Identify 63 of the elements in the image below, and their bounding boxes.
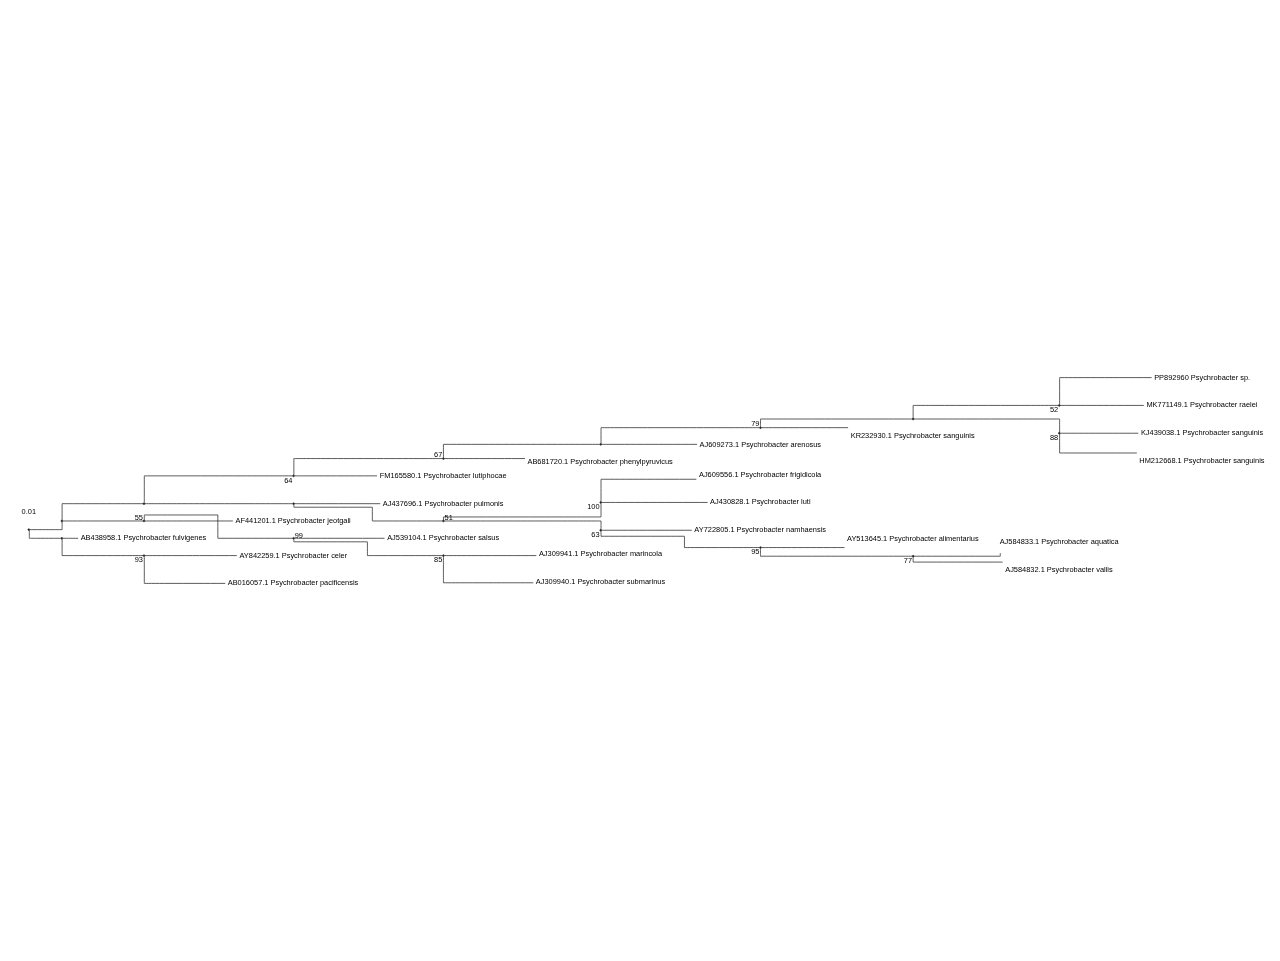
node-point (442, 519, 445, 523)
node-point (292, 502, 295, 505)
node-point (759, 426, 762, 429)
node-point (142, 502, 146, 505)
connector (62, 520, 144, 522)
connector (600, 478, 697, 502)
connector (1059, 405, 1145, 406)
connector (143, 556, 226, 584)
connector (293, 539, 443, 556)
connector (28, 530, 62, 539)
connector (444, 555, 537, 556)
connector (601, 502, 708, 503)
connector (294, 475, 378, 477)
node-point (599, 529, 602, 532)
connector (600, 427, 760, 444)
connector (601, 529, 693, 531)
connector (761, 427, 849, 429)
node-point (292, 537, 295, 540)
connector (294, 537, 385, 539)
connector (29, 521, 63, 530)
connector (444, 458, 526, 459)
connector (294, 503, 381, 505)
connector (293, 504, 443, 522)
connector (444, 520, 602, 530)
node-point (60, 519, 64, 523)
connector (143, 475, 293, 504)
connector (913, 552, 1001, 557)
connector (144, 555, 238, 556)
connector (1059, 433, 1138, 454)
connector (443, 556, 534, 584)
connector (443, 503, 602, 521)
node-point (911, 417, 915, 421)
connector (913, 418, 1060, 433)
node-point (142, 554, 146, 557)
connector (1059, 432, 1139, 434)
node-point (142, 519, 146, 523)
node-point (27, 528, 30, 531)
connector (601, 443, 698, 445)
node-point (442, 554, 445, 557)
connector (912, 556, 1003, 563)
connector (143, 514, 293, 539)
node-point (759, 546, 762, 549)
node-point (599, 443, 602, 446)
node-point (911, 555, 915, 558)
connector (1059, 377, 1152, 405)
node-point (599, 501, 602, 504)
connector (760, 548, 913, 557)
connector (600, 530, 760, 548)
node-point (1058, 404, 1061, 407)
node-point (1058, 432, 1061, 435)
connector (62, 537, 79, 539)
node-point (292, 474, 295, 478)
connector (144, 503, 293, 505)
connector (61, 503, 144, 521)
node-point (442, 457, 445, 460)
connector (761, 547, 845, 548)
connector (443, 443, 601, 458)
connector (144, 520, 234, 522)
connector (912, 405, 1059, 419)
node-point (60, 537, 64, 540)
connector (760, 418, 913, 427)
connector (293, 458, 443, 476)
connector (61, 538, 144, 556)
